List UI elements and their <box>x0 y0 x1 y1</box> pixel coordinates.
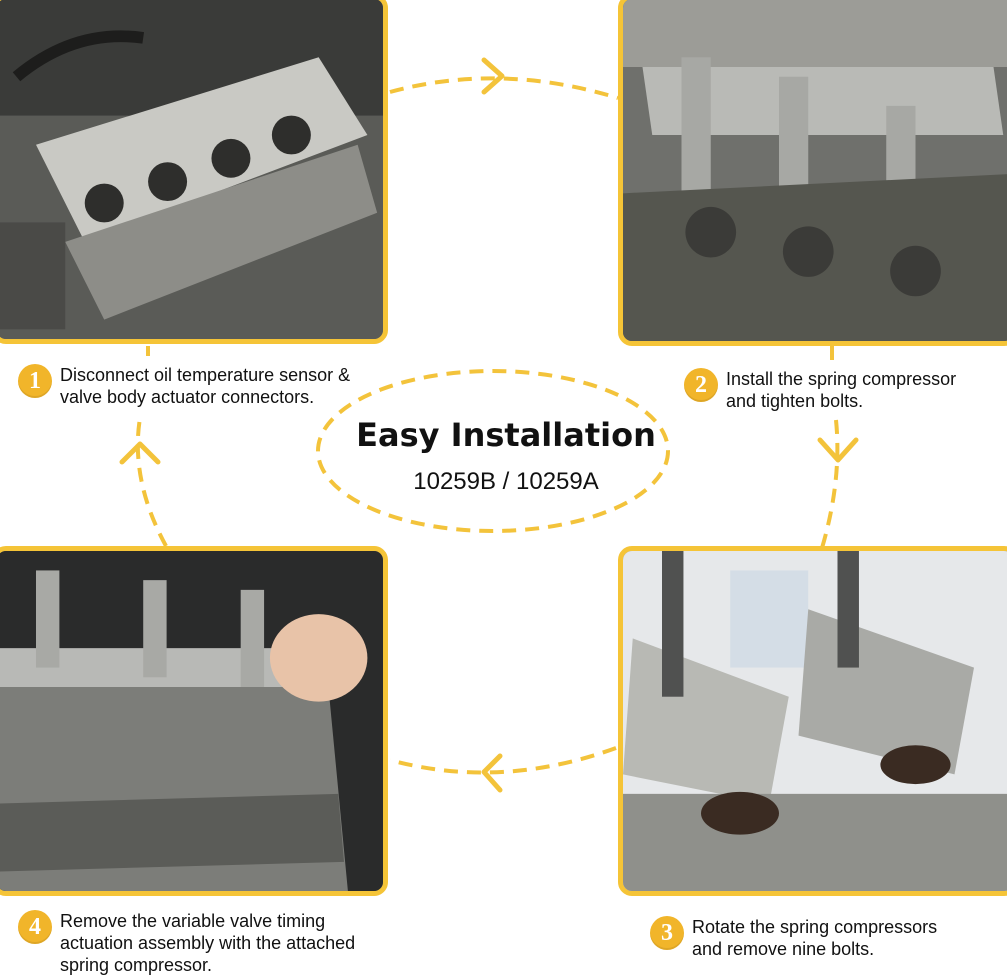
step-1-text: Disconnect oil temperature sensor & valv… <box>60 365 351 407</box>
step-3-photo <box>618 546 1007 896</box>
step-1-photo <box>0 0 388 344</box>
connector-top <box>389 76 619 100</box>
step-4-text: Remove the variable valve timing actuati… <box>60 911 356 975</box>
step-3-badge: 3 <box>650 916 684 950</box>
model-numbers: 10259B / 10259A <box>413 468 599 495</box>
step-1: 1 Disconnect oil temperature sensor & va… <box>18 364 350 408</box>
arrow-top-icon <box>481 57 505 95</box>
step-4-photo <box>0 546 388 896</box>
arrow-right-icon <box>817 437 859 463</box>
step-2-text: Install the spring compressor and tighte… <box>726 369 957 411</box>
step-2-photo <box>618 0 1007 346</box>
step-2: 2 Install the spring compressor and tigh… <box>684 368 956 412</box>
step-2-badge: 2 <box>684 368 718 402</box>
step-4-badge: 4 <box>18 910 52 944</box>
connector-bottom <box>389 746 617 775</box>
step-3: 3 Rotate the spring compressors and remo… <box>650 916 937 960</box>
step-4: 4 Remove the variable valve timing actua… <box>18 910 355 976</box>
arrow-left-icon <box>119 441 161 465</box>
arrow-bottom-icon <box>481 753 503 793</box>
step-3-text: Rotate the spring compressors and remove… <box>692 917 938 959</box>
page-title: Easy Installation <box>356 416 656 454</box>
step-1-badge: 1 <box>18 364 52 398</box>
